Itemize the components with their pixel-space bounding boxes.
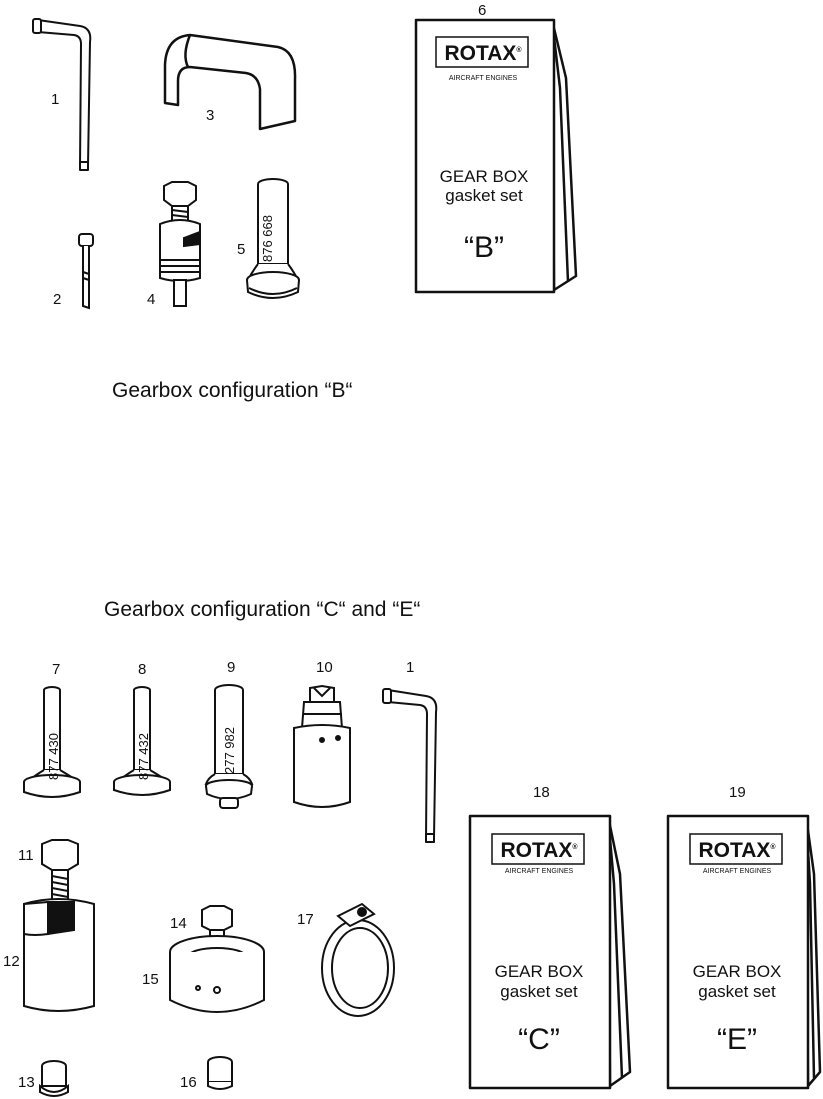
puller-assembly-14-15 [169,905,265,1013]
part-label-18: 18 [533,784,550,801]
packet-19-variant: “E” [717,1023,757,1056]
packet-18-brand: ROTAX® [500,839,578,862]
part-label-3: 3 [206,107,215,124]
packet-6-subtitle: AIRCRAFT ENGINES [448,75,518,82]
heading-config-b: Gearbox configuration “B“ [112,379,353,402]
part-label-19: 19 [729,784,746,801]
tool-number-9: 277 982 [222,727,237,774]
plug-13 [39,1060,69,1097]
heading-config-ce: Gearbox configuration “C“ and “E“ [104,598,421,621]
part-label-14: 14 [170,915,187,932]
tool-number-5: 876 668 [260,215,275,262]
part-label-4: 4 [147,291,156,308]
part-label-6: 6 [478,2,487,19]
packet-18-line2: gasket set [500,982,578,1001]
part-label-16: 16 [180,1074,197,1091]
part-label-10: 10 [316,659,333,676]
hose-clamp-17 [321,902,395,1017]
packet-19-subtitle: AIRCRAFT ENGINES [702,868,772,875]
allen-key-1b [382,688,438,843]
part-label-17: 17 [297,911,314,928]
screw-2 [78,233,94,310]
puller-assembly-11-12 [23,839,95,1012]
insertion-jig-5 [246,178,300,299]
tool-number-7: 877 430 [46,733,61,780]
part-label-9: 9 [227,659,236,676]
packet-6-line2: gasket set [445,186,523,205]
part-label-1b: 1 [406,659,415,676]
allen-key-1 [32,18,92,171]
part-label-13: 13 [18,1074,35,1091]
plug-16 [207,1056,233,1090]
packet-18-variant: “C” [518,1023,560,1056]
insertion-jig-7 [23,686,81,798]
packet-6-brand: ROTAX® [444,42,522,65]
gasket-packet-18 [468,814,632,1090]
part-label-5: 5 [237,241,246,258]
part-label-8: 8 [138,661,147,678]
packet-19-brand: ROTAX® [698,839,776,862]
packet-18-line1: GEAR BOX [494,962,584,981]
insertion-jig-9 [204,684,254,809]
insertion-jig-8 [113,686,171,796]
packet-6-line1: GEAR BOX [439,167,529,186]
part-label-7: 7 [52,661,61,678]
packet-19-line1: GEAR BOX [692,962,782,981]
gasket-packet-6 [414,18,578,294]
tool-number-8: 877 432 [136,733,151,780]
part-label-2: 2 [53,291,62,308]
packet-19-line2: gasket set [698,982,776,1001]
gasket-packet-19 [666,814,822,1090]
packet-18-subtitle: AIRCRAFT ENGINES [504,868,574,875]
part-label-12: 12 [3,953,20,970]
packet-6-variant: “B” [464,231,504,264]
puller-4 [159,181,201,307]
sleeve-tool-10 [293,684,351,808]
part-label-15: 15 [142,971,159,988]
part-label-1: 1 [51,91,60,108]
bracket-3 [163,33,297,131]
part-label-11: 11 [18,847,34,864]
